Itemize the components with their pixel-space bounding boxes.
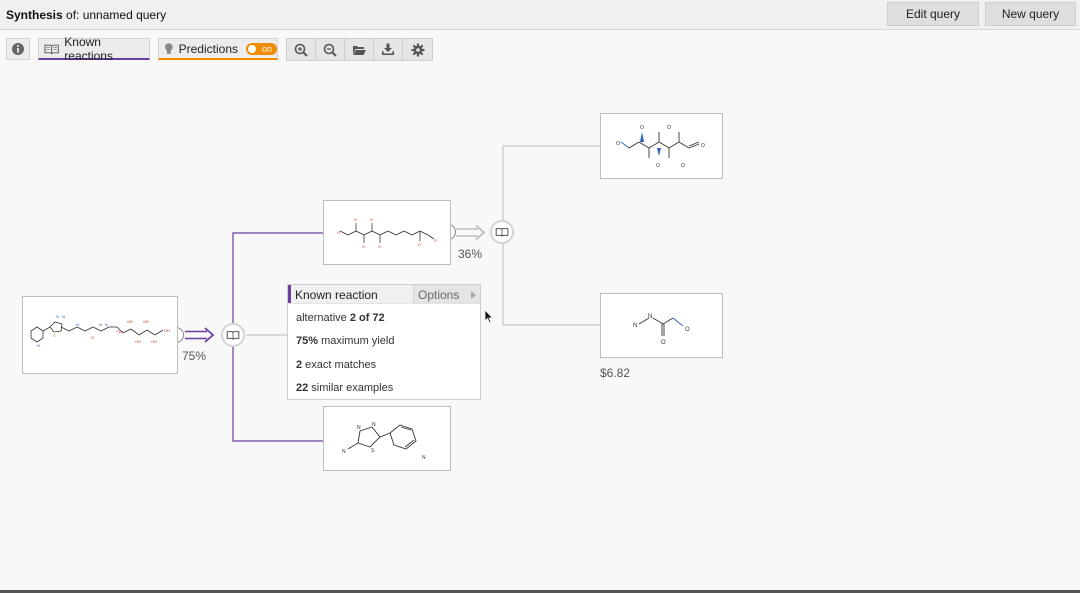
info-button[interactable] [6,38,30,60]
atom-n-label: N [422,455,426,461]
atom-n-label: N [62,314,65,319]
popup-options-button[interactable]: Options [413,285,480,303]
title-rest: of: unnamed query [62,8,167,22]
similar-examples-link[interactable]: 22 similar examples [296,382,394,394]
atom-n-label: N [342,449,346,455]
reaction-node-root[interactable] [221,323,245,347]
atom-oh-label: OH [151,339,157,344]
new-query-button[interactable]: New query [985,2,1076,26]
max-yield-row: 75% maximum yield [296,335,395,347]
predictions-toggle[interactable]: on [246,42,277,55]
atom-n-label: N [76,322,79,327]
app-header: Synthesis of: unnamed query Edit query N… [0,0,1080,30]
atom-o-label: O [701,143,705,149]
atom-o-label: O [616,141,620,147]
book-icon [495,228,509,237]
atom-n-label: N [37,343,40,348]
alternative-count[interactable]: alternative 2 of 72 [296,312,385,324]
atom-n-label: N [633,323,637,329]
atom-o-label: O [378,244,381,249]
atom-o-label: O [656,163,660,169]
atom-n-label: N [56,314,59,319]
tab-predictions[interactable]: Predictions on [158,38,278,60]
atom-o-label: O [362,244,365,249]
atom-oh-label: OH [164,328,170,333]
view-toolbar [286,38,433,61]
reaction-node-upper[interactable] [490,220,514,244]
settings-button[interactable] [403,39,432,60]
upper-yield-label: 36% [458,247,483,261]
atom-o-label: O [434,238,437,243]
upper-reaction-connector [502,145,600,326]
exact-matches-link[interactable]: 2 exact matches [296,359,377,371]
molecule-precursor-thiadiazole[interactable]: N N N S N [323,406,451,471]
atom-o-label: O [685,327,690,333]
atom-n-label: N [372,422,376,428]
atom-s-label: S [371,448,375,454]
book-icon [44,44,59,54]
upper-arrow [456,224,486,241]
tab-known-reactions-label: Known reactions [64,34,113,63]
atom-s-label: S [53,333,56,338]
atom-o-label: O [370,217,373,222]
tab-known-reactions[interactable]: Known reactions [38,34,150,63]
title-bold: Synthesis [6,8,63,22]
atom-o-label: O [91,335,94,340]
structure-drawing: O O O O O O [616,125,705,169]
atom-o-label: O [661,340,666,346]
folder-open-icon [352,45,366,55]
molecule-precursor-sugar[interactable]: O O O O O O [600,113,723,179]
mouse-cursor-icon [484,309,494,324]
known-reaction-popup: Known reaction Options alternative 2 of … [287,284,481,400]
root-yield-label: 75% [182,349,207,363]
zoom-in-icon [294,43,308,57]
molecule-target[interactable]: N N N S N O N N OH OH OH OH OH OH [22,296,178,374]
atom-oh-label: OH [117,329,123,334]
atom-o-label: O [640,125,644,131]
info-icon [12,43,24,55]
atom-o-label: O [418,242,421,247]
atom-oh-label: OH [127,319,133,324]
page-title: Synthesis of: unnamed query [6,8,166,22]
atom-n-label: N [105,322,108,327]
bottom-border [0,590,1080,593]
zoom-out-icon [323,43,337,57]
edit-query-button[interactable]: Edit query [887,2,979,26]
gear-icon [411,43,424,56]
tab-predictions-label: Predictions [178,41,238,56]
atom-o-label: O [354,217,357,222]
structure-drawing: N N O O [633,314,690,346]
atom-n-label: N [99,322,102,327]
atom-oh-label: OH [135,339,141,344]
open-button[interactable] [345,39,374,60]
structure-drawing: O O O O O O O [337,217,437,249]
molecule-precursor-hydrazide[interactable]: N N O O [600,293,723,358]
atom-o-label: O [681,163,685,169]
atom-n-label: N [357,425,361,431]
structure-drawing: N N N S N O N N OH OH OH OH OH OH [30,314,170,348]
molecule-intermediate[interactable]: O O O O O O O [323,200,451,265]
structure-drawing: N N N S N [342,422,426,461]
zoom-in-button[interactable] [287,39,316,60]
price-label: $6.82 [600,366,631,380]
download-button[interactable] [374,39,403,60]
download-icon [382,43,394,55]
root-arrow [185,327,215,343]
popup-title: Known reaction [288,285,413,303]
atom-n-label: N [648,314,652,320]
atom-o-label: O [667,125,671,131]
atom-o-label: O [337,230,340,235]
zoom-out-button[interactable] [316,39,345,60]
book-icon [226,331,240,340]
atom-oh-label: OH [143,319,149,324]
lightbulb-icon [164,42,173,54]
